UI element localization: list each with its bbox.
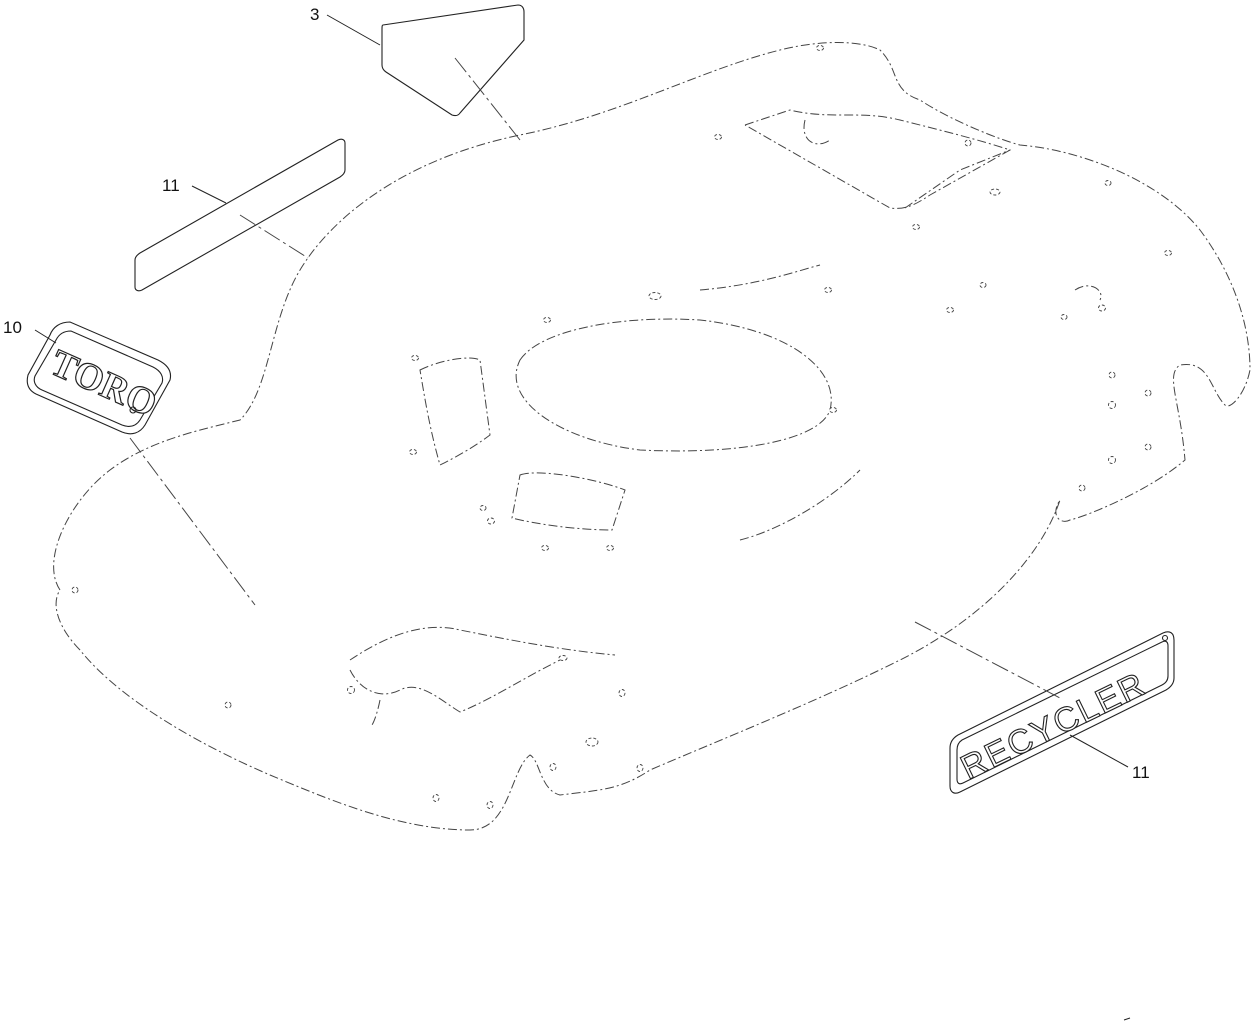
leader-line-10 xyxy=(34,329,57,344)
leader-centerline-11-upper xyxy=(239,214,309,259)
callout-11-lower: 11 xyxy=(1132,763,1150,782)
decal-part-11-strip xyxy=(134,138,346,292)
decal-part-3 xyxy=(381,4,525,117)
model-logo-text: RECYCLER xyxy=(955,665,1152,787)
callout-11-upper: 11 xyxy=(162,176,180,195)
leader-centerline-11-lower xyxy=(914,621,1061,699)
deck-holes xyxy=(71,45,1172,809)
leader-centerline-3 xyxy=(454,57,521,141)
registered-mark-icon xyxy=(129,406,137,414)
leader-line-3 xyxy=(326,14,381,46)
leader-centerline-10 xyxy=(129,437,256,606)
leader-line-11-lower xyxy=(1069,734,1129,768)
leader-line-11-upper xyxy=(191,185,227,204)
registered-mark-icon-2 xyxy=(1161,634,1169,642)
corner-mark xyxy=(1123,1017,1131,1021)
callout-10: 10 xyxy=(3,318,22,337)
callout-3: 3 xyxy=(310,5,319,24)
